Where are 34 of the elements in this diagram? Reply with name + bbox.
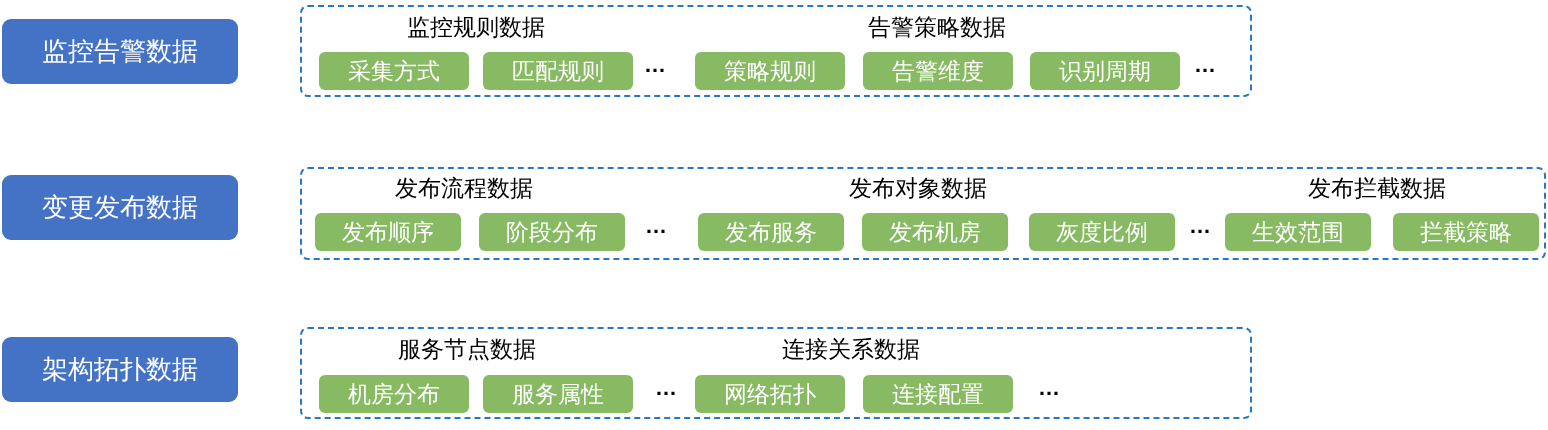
data-item-box: 连接配置 bbox=[863, 375, 1013, 413]
data-item-box: 灰度比例 bbox=[1029, 213, 1175, 251]
ellipsis: … bbox=[655, 390, 677, 396]
group-heading: 监控规则数据 bbox=[407, 15, 545, 39]
ellipsis: … bbox=[1189, 228, 1211, 234]
group-heading: 告警策略数据 bbox=[868, 15, 1006, 39]
data-item-box: 生效范围 bbox=[1225, 213, 1371, 251]
group-heading: 发布对象数据 bbox=[849, 176, 987, 200]
data-item-box: 发布机房 bbox=[862, 213, 1008, 251]
data-item-box: 阶段分布 bbox=[479, 213, 625, 251]
data-item-box: 网络拓扑 bbox=[695, 375, 845, 413]
group-heading: 连接关系数据 bbox=[782, 337, 920, 361]
data-item-box: 发布顺序 bbox=[315, 213, 461, 251]
data-item-box: 服务属性 bbox=[483, 375, 633, 413]
category-box: 监控告警数据 bbox=[2, 19, 238, 84]
ellipsis: … bbox=[1038, 390, 1060, 396]
data-item-box: 拦截策略 bbox=[1393, 213, 1539, 251]
dashed-group-frame bbox=[300, 167, 1546, 260]
data-item-box: 采集方式 bbox=[319, 52, 469, 90]
data-item-box: 机房分布 bbox=[319, 375, 469, 413]
group-heading: 服务节点数据 bbox=[398, 337, 536, 361]
ellipsis: … bbox=[645, 228, 667, 234]
data-item-box: 策略规则 bbox=[695, 52, 845, 90]
ellipsis: … bbox=[644, 67, 666, 73]
group-heading: 发布流程数据 bbox=[395, 176, 533, 200]
data-item-box: 识别周期 bbox=[1030, 52, 1180, 90]
category-box: 变更发布数据 bbox=[2, 175, 238, 240]
dashed-group-frame bbox=[300, 327, 1252, 419]
data-item-box: 告警维度 bbox=[863, 52, 1013, 90]
data-item-box: 匹配规则 bbox=[483, 52, 633, 90]
group-heading: 发布拦截数据 bbox=[1308, 176, 1446, 200]
dashed-group-frame bbox=[300, 5, 1252, 97]
data-item-box: 发布服务 bbox=[698, 213, 844, 251]
category-box: 架构拓扑数据 bbox=[2, 337, 238, 402]
